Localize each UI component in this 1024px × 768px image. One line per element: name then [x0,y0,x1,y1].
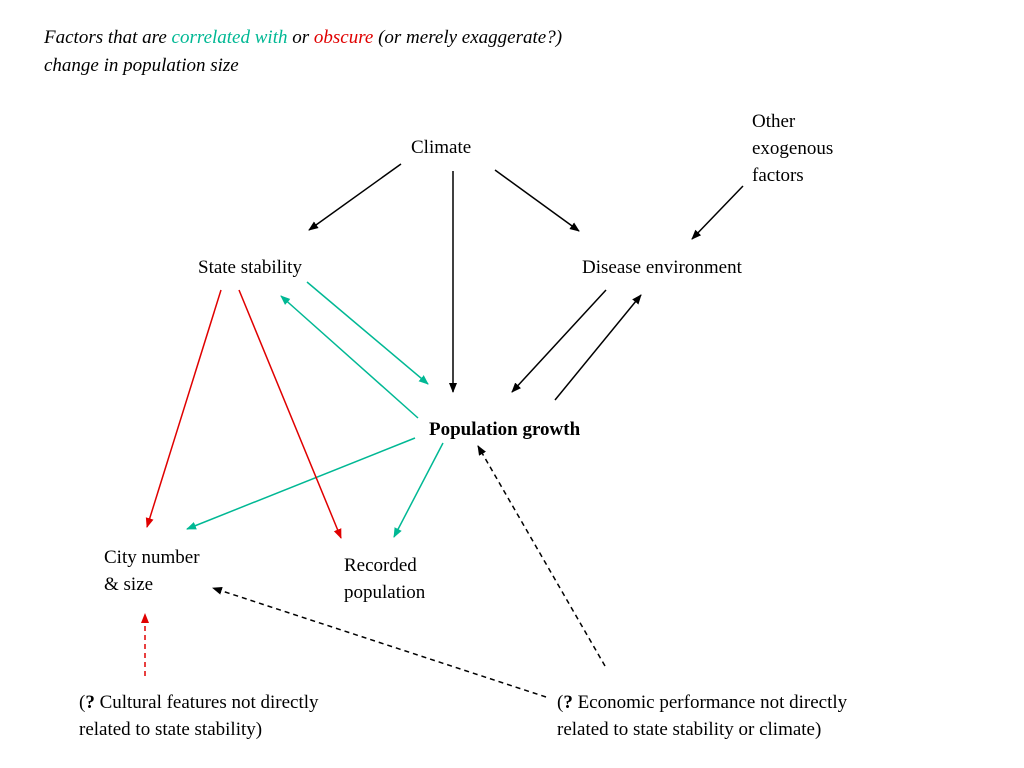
node-cultural-features: (? Cultural features not directly relate… [79,689,319,743]
node-disease-environment: Disease environment [582,257,742,278]
node-other-factors: Other exogenous factors [752,108,833,189]
node-cultural-line-2: related to state stability) [79,719,263,740]
node-city-number: City number & size [104,544,200,598]
edge-state-to-city [145,289,222,528]
node-economic-line-1: (? Economic performance not directly [557,689,847,716]
node-other-line-1: Other [752,111,796,132]
cultural-paren: ( [79,692,86,713]
node-cultural-line-1: (? Cultural features not directly [79,689,319,716]
node-city-line-2: & size [104,574,154,595]
node-economic-line-2: related to state stability or climate) [557,719,822,740]
title-correlated: correlated with [171,27,288,48]
edge-climate-to-disease [494,169,580,232]
node-city-line-1: City number [104,547,200,568]
node-population-growth: Population growth [429,419,581,440]
edge-disease-to-population [511,289,607,393]
node-economic-performance: (? Economic performance not directly rel… [557,689,847,743]
edge-climate-to-state [308,163,402,231]
title-line-1: Factors that are correlated with or obsc… [44,24,562,52]
title-text-1: Factors that are [44,27,172,48]
node-recorded-population: Recorded population [344,552,425,606]
edge-population-to-city [186,437,416,530]
edge-population-to-state [280,295,419,419]
edge-other-to-disease [691,185,744,240]
edge-economic-to-population [477,445,606,667]
title-obscure: obscure [313,27,374,48]
node-state-stability: State stability [198,257,302,278]
edge-population-to-disease [554,294,642,401]
edge-economic-to-city [212,586,547,698]
edge-population-to-recorded [393,442,444,538]
diagram-title: Factors that are correlated with or obsc… [44,24,562,80]
economic-paren: ( [557,692,564,713]
title-text-2: or [287,27,314,48]
edge-state-to-recorded [238,289,342,539]
cultural-text-1: Cultural features not directly [94,692,319,713]
title-text-3: (or merely exaggerate?) [373,27,563,48]
node-recorded-line-1: Recorded [344,555,417,576]
node-other-line-2: exogenous [752,138,834,159]
title-line-2: change in population size [44,55,239,76]
economic-text-1: Economic performance not directly [572,692,848,713]
cultural-question-mark: ? [85,692,95,713]
node-recorded-line-2: population [344,582,426,603]
node-other-line-3: factors [752,165,804,186]
economic-question-mark: ? [563,692,573,713]
node-climate: Climate [411,137,472,158]
edge-state-to-population [306,281,429,385]
